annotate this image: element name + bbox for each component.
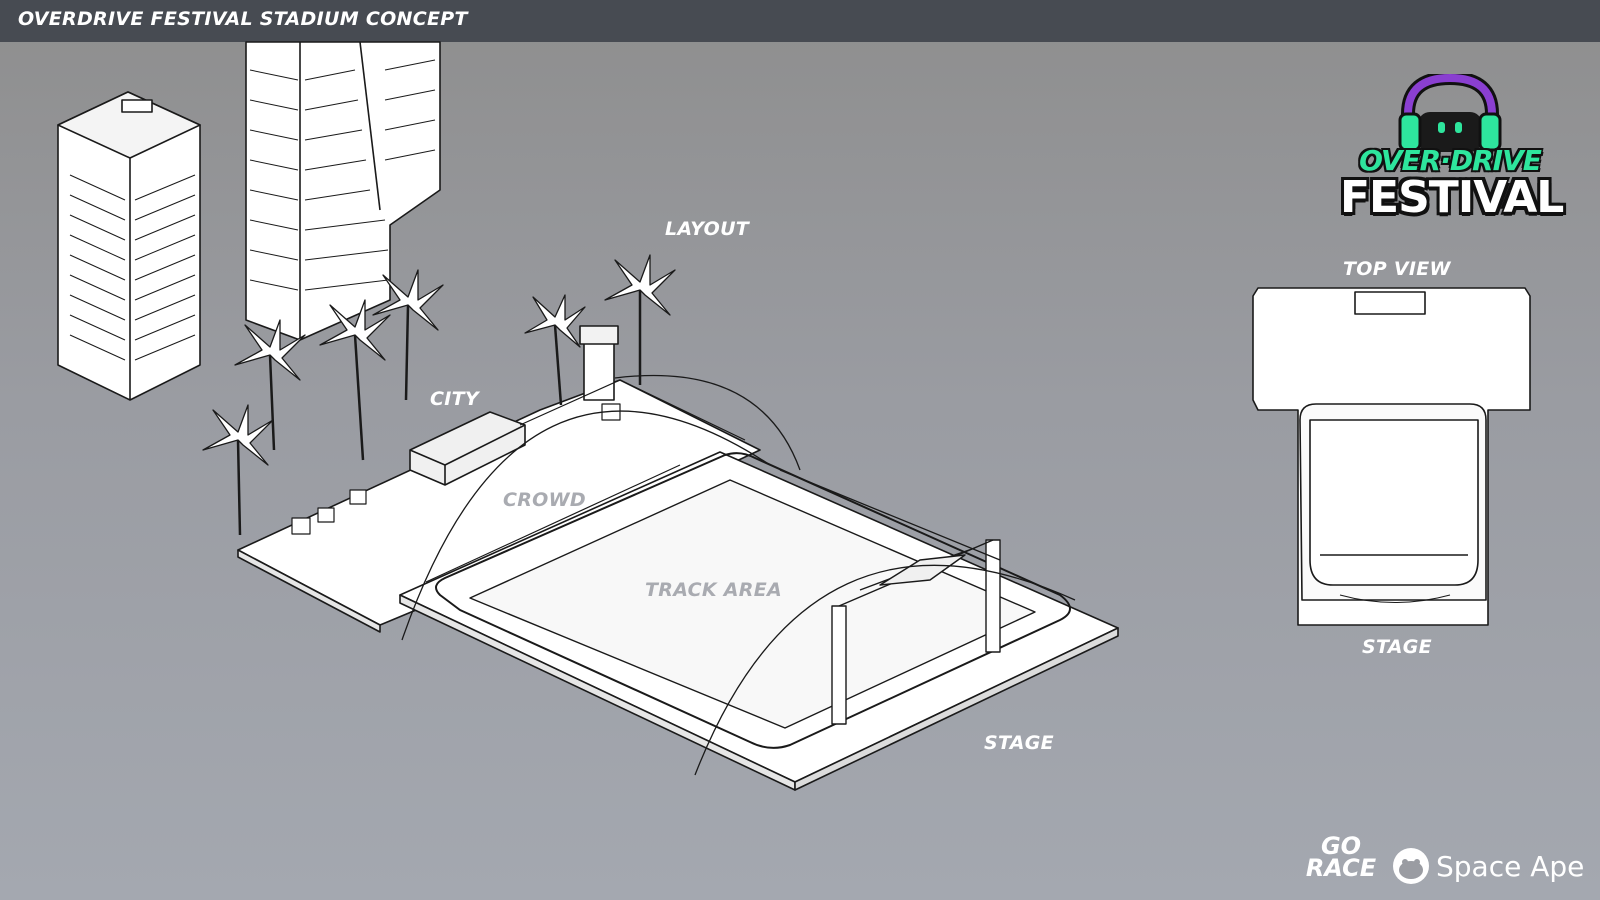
label-crowd: CROWD [503,489,586,511]
label-top-view: TOP VIEW [1343,258,1451,280]
label-top-view-stage: STAGE [1362,636,1432,658]
left-skyscraper [57,91,201,401]
watch-tower [579,325,619,401]
label-stage: STAGE [984,732,1054,754]
track-platform [399,451,1119,791]
label-layout: LAYOUT [665,218,750,240]
tall-tower [245,41,441,341]
header-bar: OVERDRIVE FESTIVAL STADIUM CONCEPT [0,0,1600,42]
ape-head-icon [1393,848,1429,884]
perimeter-fence [425,379,746,583]
city-stand [409,411,526,486]
label-city: CITY [430,388,479,410]
headphones-robot-icon [1398,70,1502,152]
stage-truss [831,539,1001,725]
logo-line2: FESTIVAL [1340,172,1564,223]
palm-trees [202,254,676,536]
arches [401,374,1076,776]
label-track-area: TRACK AREA [645,579,783,601]
space-ape-logo-text: Space Ape [1436,850,1585,883]
page-title: OVERDRIVE FESTIVAL STADIUM CONCEPT [18,8,468,30]
logo-line1: OVER·DRIVE [1359,144,1542,177]
go-race-line1: GO [1320,832,1362,860]
go-race-line2: RACE [1305,854,1377,882]
festival-logo: OVER·DRIVE FESTIVAL [1340,70,1564,224]
go-race-logo: GO RACE [1296,832,1386,882]
crowd-platform [237,379,761,633]
top-view-plan [1252,287,1531,626]
